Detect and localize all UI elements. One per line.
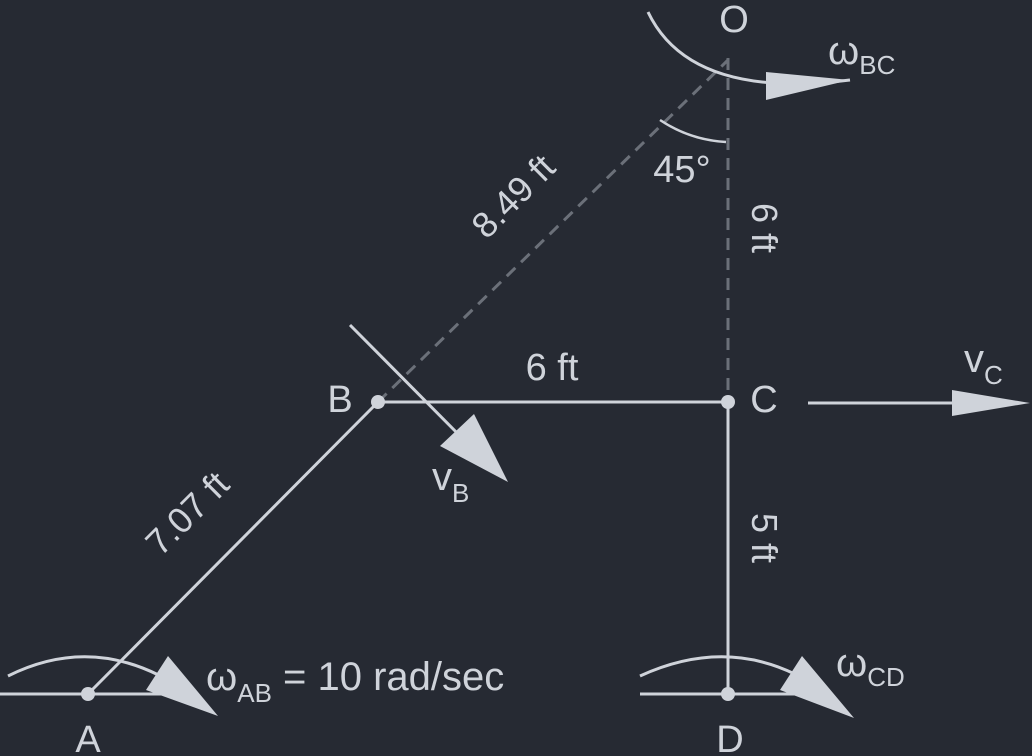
joint-a bbox=[81, 687, 95, 701]
link-ab bbox=[86, 400, 380, 696]
length-bc: 6 ft bbox=[526, 347, 579, 389]
length-oc: 6 ft bbox=[744, 203, 785, 253]
length-ob: 8.49 ft bbox=[463, 146, 563, 246]
velocity-b-line bbox=[348, 323, 472, 448]
angle-label: 45° bbox=[653, 149, 710, 191]
length-cd: 5 ft bbox=[744, 513, 785, 563]
label-c: C bbox=[750, 379, 777, 421]
omega-ab-arrowhead bbox=[146, 656, 218, 716]
velocity-b-arrowhead bbox=[440, 414, 508, 482]
length-ab: 7.07 ft bbox=[137, 463, 237, 563]
velocity-b-label: vB bbox=[432, 455, 469, 508]
velocity-c-arrowhead bbox=[952, 390, 1030, 416]
label-o: O bbox=[719, 0, 749, 41]
angle-arc-45 bbox=[659, 118, 727, 144]
label-d: D bbox=[716, 719, 743, 756]
label-b: B bbox=[327, 379, 352, 421]
velocity-c-label: vC bbox=[964, 337, 1003, 390]
omega-bc-arrowhead bbox=[766, 72, 850, 100]
joint-d bbox=[721, 687, 735, 701]
joint-c bbox=[721, 395, 735, 409]
label-a: A bbox=[75, 719, 101, 756]
omega-cd-arrowhead bbox=[780, 656, 854, 718]
dashed-line-ob bbox=[376, 58, 730, 404]
joint-b bbox=[371, 395, 385, 409]
omega-cd-label: ωCD bbox=[836, 641, 905, 692]
omega-bc-arrow bbox=[646, 11, 851, 86]
omega-ab-label: ωAB = 10 rad/sec bbox=[206, 655, 504, 708]
omega-bc-label: ωBC bbox=[828, 29, 895, 80]
